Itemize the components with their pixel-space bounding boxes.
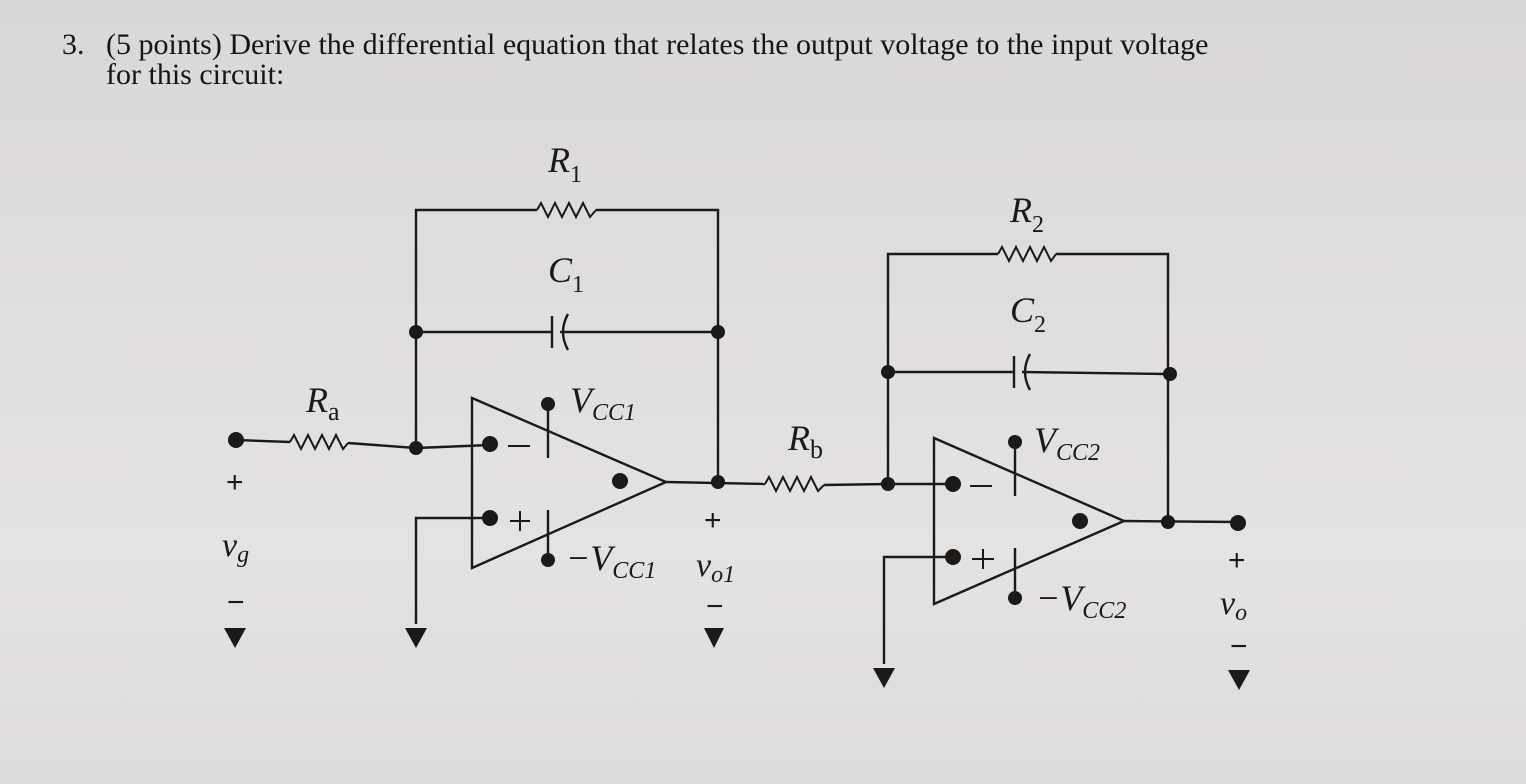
wire-opamp2-out [1123, 519, 1239, 524]
problem-points: (5 points) [106, 28, 222, 61]
wire-noninv1-ground [414, 516, 490, 624]
label-vo: vo [1220, 585, 1247, 626]
c1-capacitor [416, 313, 718, 351]
label-vcc2-positive: VCC2 [1034, 420, 1100, 466]
vg-minus-sign: − [227, 586, 245, 619]
vo1-plus-sign: + [704, 504, 722, 537]
node-vo [1161, 515, 1175, 529]
ground-vo [1228, 670, 1250, 690]
label-c2: C2 [1010, 290, 1046, 338]
label-vg: vg [222, 527, 249, 568]
opamp-1 [470, 396, 669, 570]
problem-statement: 3. (5 points) Derive the differential equ… [62, 30, 1482, 90]
rb-resistor [764, 474, 889, 494]
problem-text-line-2: for this circuit: [106, 58, 285, 91]
node-vo1 [711, 475, 725, 489]
wire-to-inv1 [415, 443, 491, 450]
node-c2-right [1163, 367, 1177, 381]
ground-vg [224, 628, 246, 648]
ra-resistor [228, 432, 417, 452]
ground-1 [405, 628, 427, 648]
ground-2 [873, 668, 895, 688]
label-c1: C1 [548, 250, 584, 298]
problem-text-line-1: Derive the differential equation that re… [229, 28, 1209, 61]
c2-capacitor [888, 353, 1169, 391]
node-c2-left [881, 365, 895, 379]
vg-plus-sign: + [226, 466, 244, 499]
r1-resistor [414, 200, 720, 482]
ground-vo1 [704, 628, 724, 648]
problem-line-2: for this circuit: [62, 60, 1482, 90]
label-rb: Rb [787, 418, 823, 464]
node-c1-right [711, 325, 725, 339]
label-vo1: vo1 [696, 547, 735, 588]
vo-terminal-positive [1230, 515, 1246, 531]
label-vcc1-positive: VCC1 [570, 380, 636, 426]
label-vcc1-negative: −VCC1 [566, 538, 656, 584]
label-r1: R1 [547, 140, 582, 188]
vo-plus-sign: + [1228, 544, 1246, 577]
node-c1-left [409, 325, 423, 339]
label-vcc2-negative: −VCC2 [1036, 578, 1126, 624]
problem-line-1: 3. (5 points) Derive the differential equ… [62, 30, 1482, 60]
vo-minus-sign: − [1230, 630, 1248, 663]
vo1-minus-sign: − [706, 590, 724, 623]
r2-resistor [886, 244, 1170, 522]
label-ra: Ra [305, 380, 340, 426]
wire-noninv2-ground [882, 555, 953, 664]
problem-number: 3. [62, 28, 85, 61]
label-r2: R2 [1009, 190, 1044, 238]
